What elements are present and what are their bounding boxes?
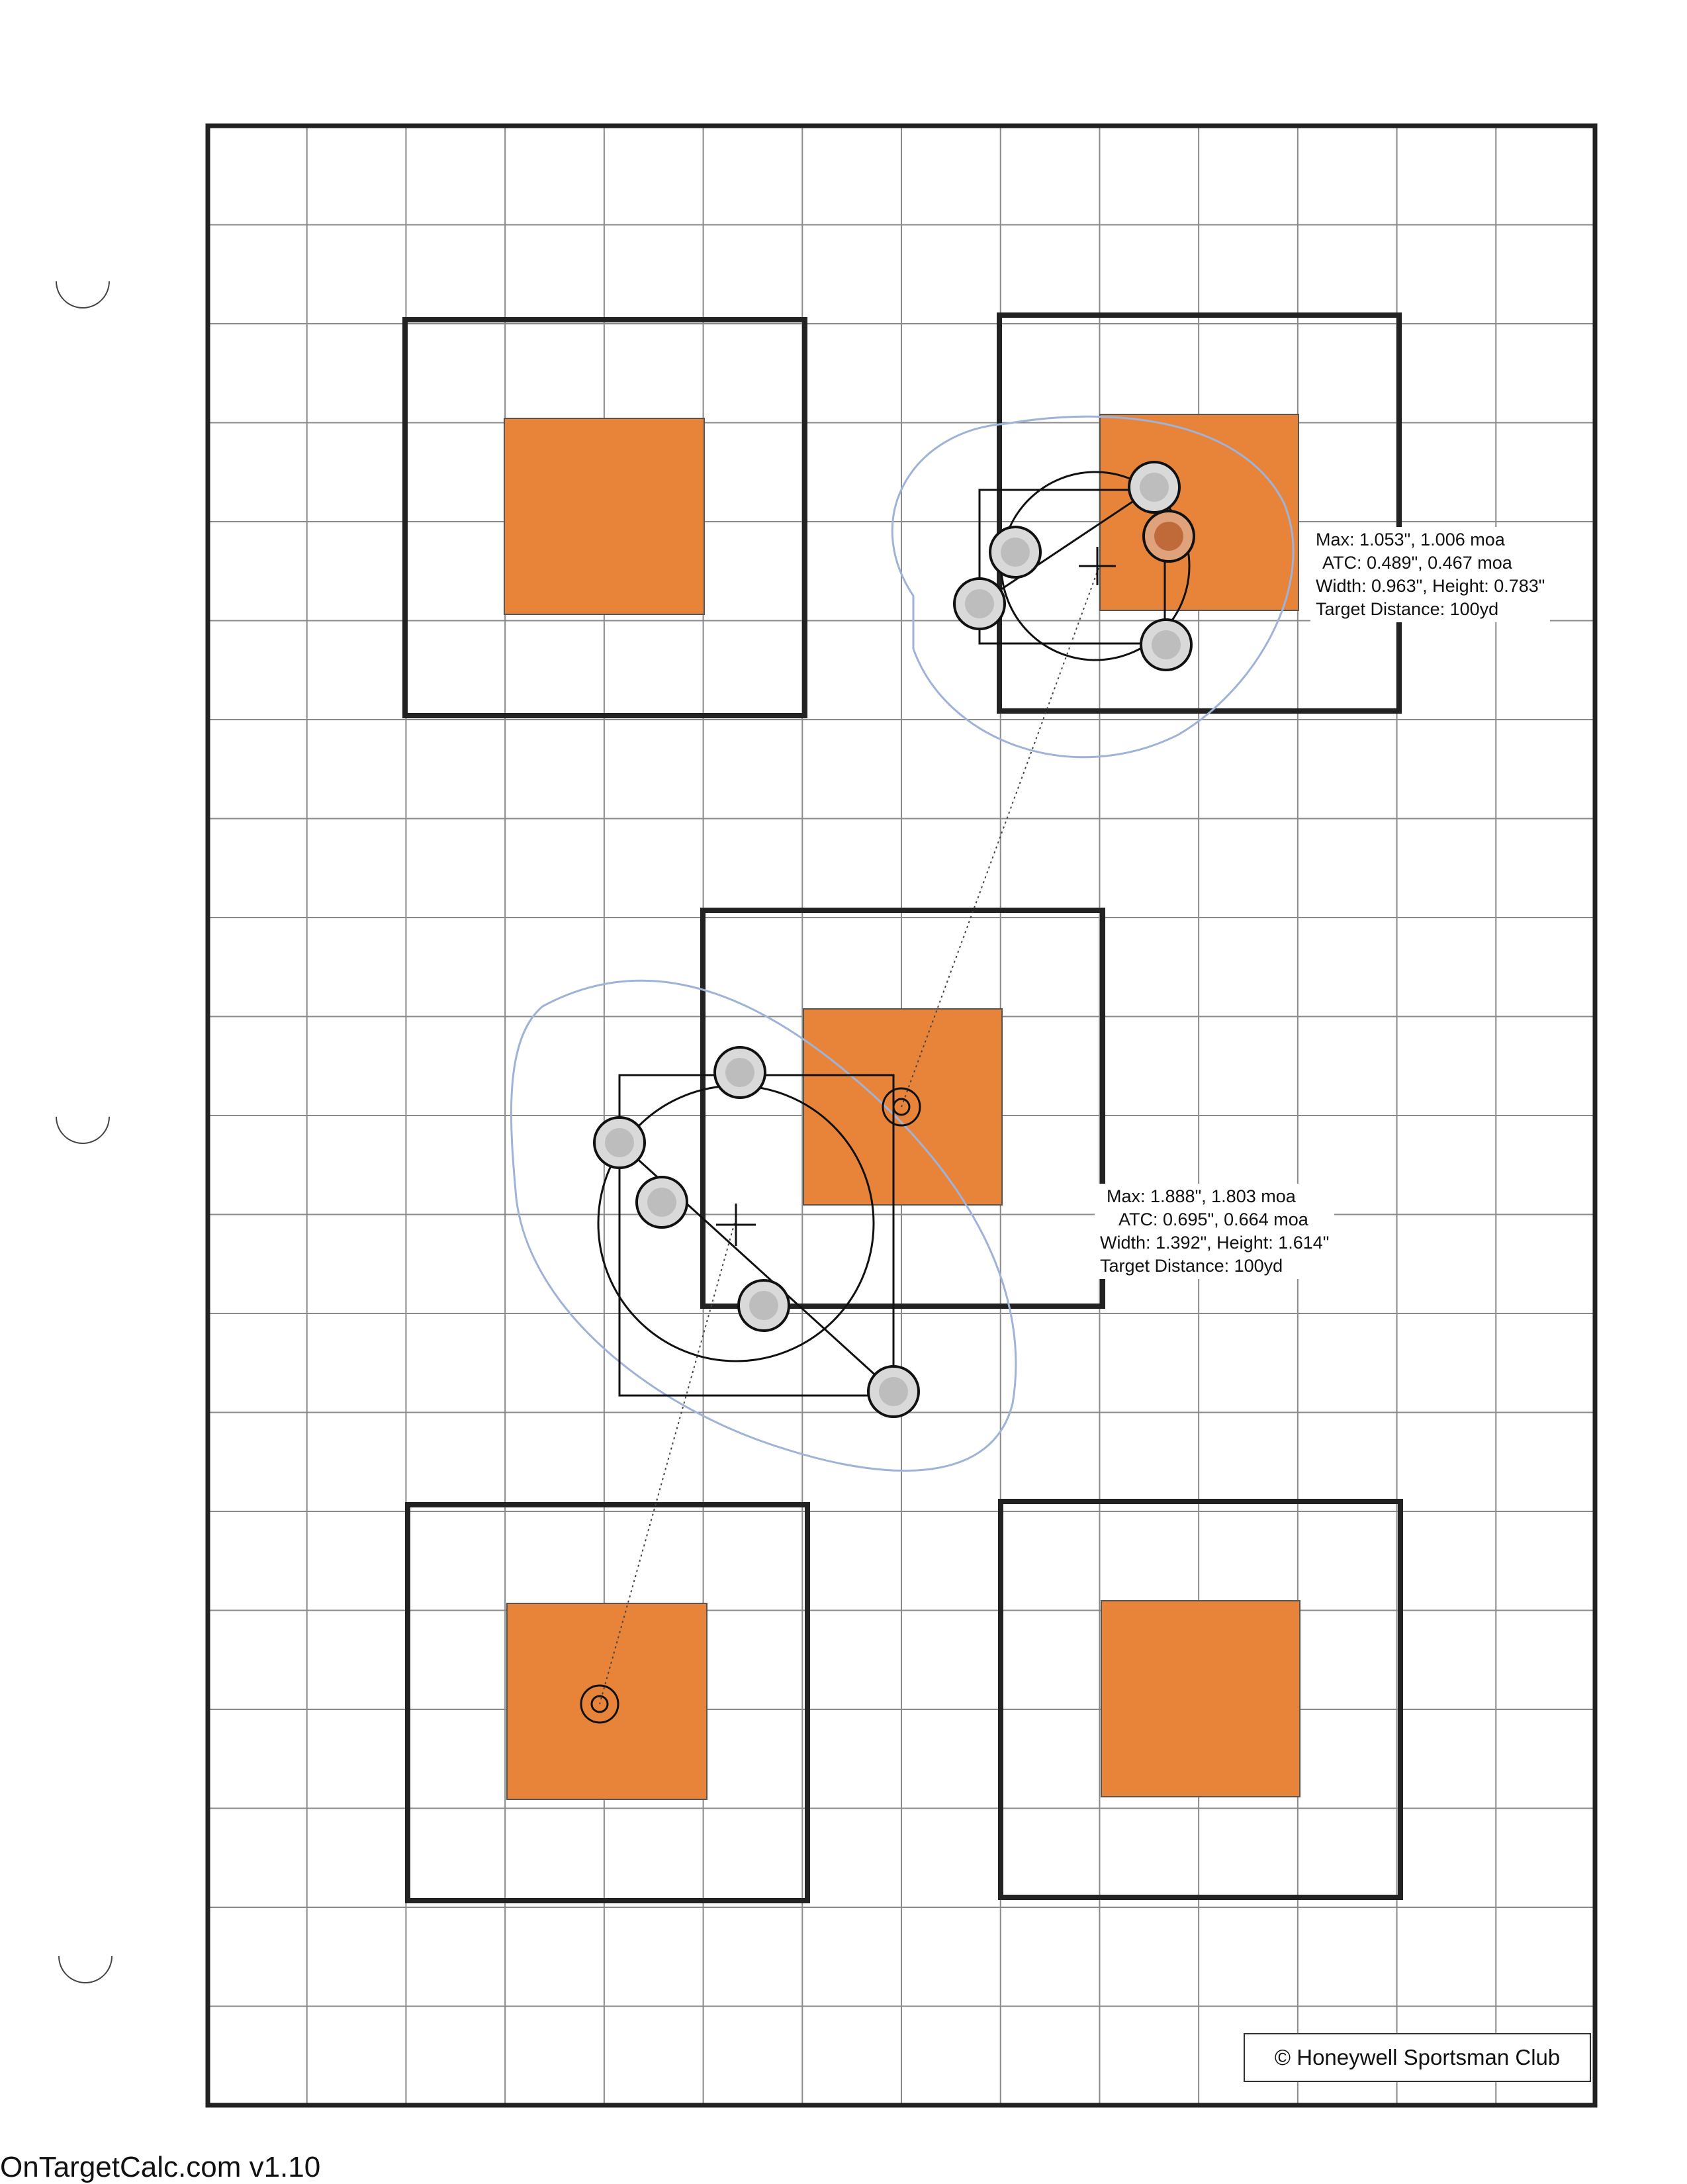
aim-point-center [882, 1087, 921, 1127]
group-center-cross [1079, 547, 1116, 585]
group-center-cross [716, 1204, 756, 1246]
bullet-hole [593, 1116, 646, 1169]
bullet-hole [737, 1279, 790, 1332]
stat-distance: Target Distance: 100yd [1100, 1256, 1283, 1276]
bullet-hole [635, 1176, 688, 1229]
stat-width-height: Width: 1.392", Height: 1.614" [1100, 1233, 1330, 1253]
stat-max: Max: 1.888", 1.803 moa [1107, 1186, 1296, 1206]
bullet-holes-upper-right [953, 461, 1195, 671]
copyright-label: © Honeywell Sportsman Club [1244, 2033, 1591, 2082]
pencil-outline-center [510, 979, 1017, 1472]
bullet-hole [867, 1365, 920, 1418]
target-top-left [402, 317, 807, 718]
grid-border [205, 123, 1598, 2108]
orange-square [803, 1008, 1003, 1206]
bullet-hole [1142, 510, 1195, 563]
group-stats-upper-right: Max: 1.053", 1.006 moa ATC: 0.489", 0.46… [1310, 527, 1551, 622]
orange-square [1099, 414, 1299, 611]
bullet-hole [953, 577, 1006, 630]
bullet-hole [1140, 618, 1193, 671]
reference-line-upper [901, 567, 1099, 1108]
orange-square [1101, 1600, 1300, 1797]
bullet-hole [713, 1046, 766, 1099]
bullet-holes-center [593, 1046, 920, 1418]
target-bottom-right [998, 1499, 1403, 1900]
aim-point-bottom-left [580, 1684, 619, 1724]
stat-atc: ATC: 0.695", 0.664 moa [1118, 1210, 1308, 1229]
stat-distance: Target Distance: 100yd [1316, 599, 1499, 619]
bullet-hole [1128, 461, 1181, 514]
group-extent-box [978, 489, 1166, 645]
target-top-right [997, 312, 1402, 714]
max-spread-line [979, 486, 1155, 605]
target-center [700, 908, 1105, 1309]
bullet-hole [989, 526, 1042, 579]
shot-group-upper-right [978, 471, 1191, 661]
stat-atc: ATC: 0.489", 0.467 moa [1322, 553, 1512, 573]
group-stats-center: Max: 1.888", 1.803 moa ATC: 0.695", 0.66… [1095, 1184, 1335, 1279]
stat-max: Max: 1.053", 1.006 moa [1316, 530, 1505, 549]
footer-version: OnTargetCalc.com v1.10 [0, 2151, 321, 2183]
pencil-outline-upper [891, 415, 1295, 759]
stat-width-height: Width: 0.963", Height: 0.783" [1316, 576, 1545, 596]
orange-square [504, 418, 705, 615]
